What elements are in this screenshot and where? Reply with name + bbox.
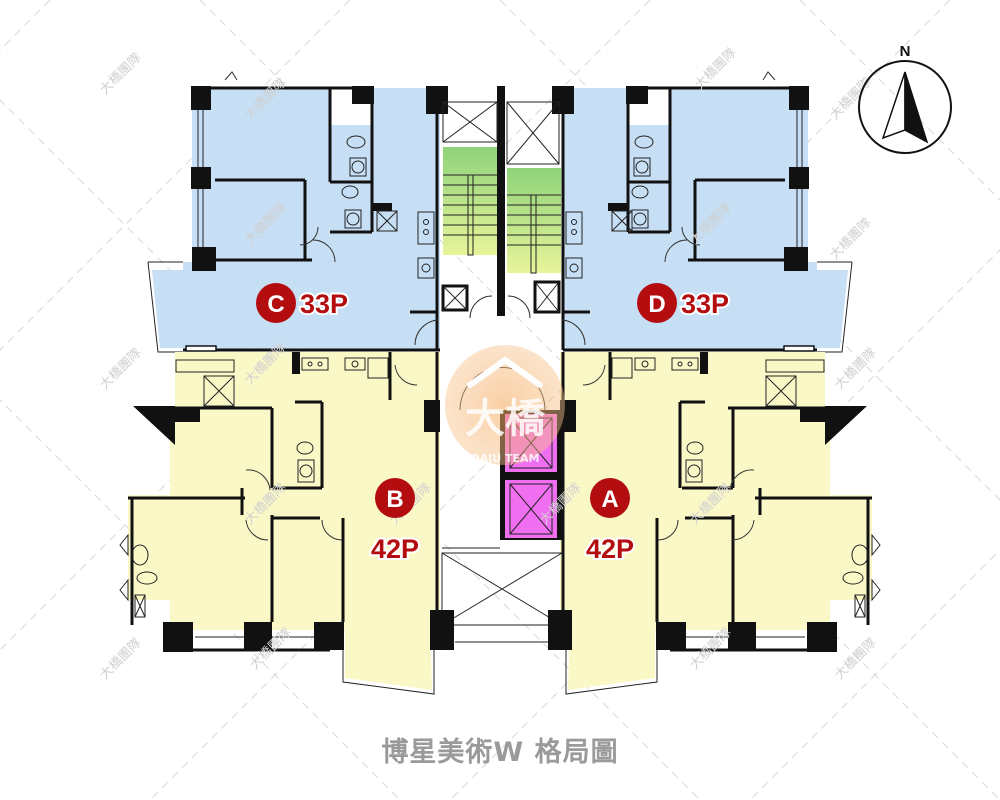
watermark-logo: 大橋 DAJU TEAM xyxy=(445,345,565,465)
svg-text:大橋團隊: 大橋團隊 xyxy=(832,635,880,683)
stairwell-left xyxy=(443,147,497,255)
unit-d xyxy=(552,71,853,353)
svg-text:33P: 33P xyxy=(681,289,729,319)
unit-label-d: D 33P xyxy=(637,283,731,323)
svg-text:42P: 42P xyxy=(371,534,419,564)
svg-text:N: N xyxy=(900,43,911,60)
svg-text:大橋團隊: 大橋團隊 xyxy=(97,635,145,683)
svg-text:33P: 33P xyxy=(300,289,348,319)
stairwell-right xyxy=(507,168,561,273)
svg-text:B: B xyxy=(386,486,403,513)
svg-text:大橋團隊: 大橋團隊 xyxy=(692,45,740,93)
svg-text:大橋團隊: 大橋團隊 xyxy=(97,50,145,98)
svg-text:大橋團隊: 大橋團隊 xyxy=(827,215,875,263)
svg-text:A: A xyxy=(601,486,618,513)
svg-text:大橋: 大橋 xyxy=(465,396,545,442)
svg-text:D: D xyxy=(648,291,665,318)
unit-label-b: B 42P xyxy=(369,478,421,566)
unit-b xyxy=(119,352,440,695)
north-compass-icon: N xyxy=(858,43,952,154)
svg-text:C: C xyxy=(267,291,284,318)
floor-plan-title: 博星美術W 格局圖 xyxy=(381,737,619,768)
unit-label-c: C 33P xyxy=(256,283,350,323)
unit-label-a: A 42P xyxy=(584,478,636,566)
svg-text:42P: 42P xyxy=(586,534,634,564)
svg-text:大橋團隊: 大橋團隊 xyxy=(97,345,145,393)
unit-c xyxy=(147,71,448,353)
svg-text:DAJU TEAM: DAJU TEAM xyxy=(471,452,540,465)
unit-a xyxy=(560,352,881,695)
